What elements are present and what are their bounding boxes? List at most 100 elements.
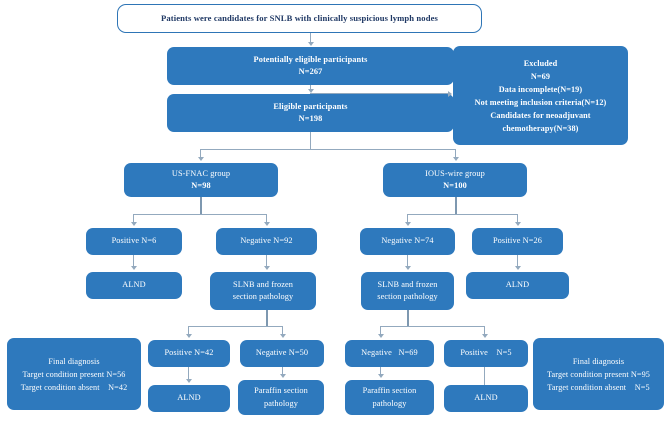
connector-to-fnac-negative bbox=[266, 214, 268, 223]
node-title-line1: Patients were candidates for SNLB with c… bbox=[161, 13, 438, 24]
node-excluded-line6: chemotherapy(N=38) bbox=[502, 123, 579, 133]
node-ious-slnb-negative-line1: Negative N=69 bbox=[361, 348, 418, 358]
node-ious-slnb-positive: Positive N=5 bbox=[444, 340, 528, 367]
node-fnac-pos-alnd: ALND bbox=[86, 272, 182, 299]
connector-ious-positive-to-alnd bbox=[517, 255, 519, 268]
connector-to-ious-slnb-negative bbox=[380, 326, 382, 335]
node-fnac-slnb-neg-paraffin-line1: Paraffin section bbox=[254, 386, 308, 395]
connector-to-fnac-slnb-negative bbox=[282, 326, 284, 335]
node-ious-slnb-positive-line1: Positive N=5 bbox=[460, 348, 512, 358]
connector-ious-slnb-negative-to-paraffin bbox=[380, 367, 382, 376]
node-fnac-slnb: SLNB and frozen section pathology bbox=[210, 272, 316, 310]
node-ious-final-diagnosis-line2: Target condition present N=95 bbox=[547, 369, 650, 379]
node-excluded-line1: Excluded bbox=[523, 58, 558, 68]
arrowhead-ious-slnb bbox=[404, 266, 411, 270]
node-ious-pos-alnd-line1: ALND bbox=[505, 280, 530, 290]
node-ious-slnb: SLNB and frozen section pathology bbox=[361, 272, 454, 310]
node-title: Patients were candidates for SNLB with c… bbox=[117, 4, 482, 33]
connector-fnac-slnb-positive-to-alnd bbox=[188, 367, 190, 381]
node-fnac-slnb-positive: Positive N=42 bbox=[148, 340, 230, 367]
node-fnac-negative-line1: Negative N=92 bbox=[240, 236, 293, 246]
node-eligible: Eligible participants N=198 bbox=[167, 94, 454, 132]
node-eligible-line2: N=198 bbox=[298, 114, 323, 123]
connector-fnac-negative-to-slnb bbox=[266, 255, 268, 268]
node-ious-final-diagnosis: Final diagnosis Target condition present… bbox=[533, 338, 664, 410]
arrowhead-ious-wire-group bbox=[452, 157, 459, 161]
connector-ious-slnb-positive-to-alnd bbox=[484, 367, 486, 385]
connector-eligible-down bbox=[310, 132, 312, 150]
node-ious-positive-line1: Positive N=26 bbox=[492, 236, 543, 246]
node-potentially-eligible: Potentially eligible participants N=267 bbox=[167, 47, 454, 85]
node-potentially-eligible-line2: N=267 bbox=[298, 67, 323, 76]
node-ious-wire-group-line2: N=100 bbox=[443, 181, 467, 190]
connector-fnac-positive-to-alnd bbox=[133, 255, 135, 268]
connector-title-to-potentially-eligible bbox=[310, 33, 312, 43]
arrowhead-ious-slnb-neg-paraffin bbox=[377, 374, 384, 378]
node-fnac-slnb-pos-alnd-line1: ALND bbox=[177, 393, 201, 403]
node-fnac-final-diagnosis-line1: Final diagnosis bbox=[48, 356, 100, 366]
connector-us-fnac-down bbox=[200, 197, 202, 215]
node-ious-final-diagnosis-line3: Target condition absent N=5 bbox=[547, 382, 650, 392]
node-fnac-slnb-line1: SLNB and frozen bbox=[232, 279, 294, 289]
node-fnac-final-diagnosis-line2: Target condition present N=56 bbox=[22, 369, 126, 379]
arrowhead-fnac-slnb-neg-paraffin bbox=[279, 374, 286, 378]
node-us-fnac-group-line2: N=98 bbox=[191, 181, 211, 190]
node-ious-negative: Negative N=74 bbox=[360, 228, 455, 255]
node-us-fnac-group-line1: US-FNAC group bbox=[171, 168, 231, 178]
connector-to-ious-slnb-positive bbox=[484, 326, 486, 335]
arrowhead-fnac-pos-alnd bbox=[130, 266, 137, 270]
connector-split-to-us-fnac bbox=[200, 149, 202, 158]
node-excluded-line2: N=69 bbox=[530, 71, 551, 81]
connector-to-ious-positive bbox=[517, 214, 519, 223]
node-eligible-line1: Eligible participants bbox=[273, 101, 348, 111]
connector-ious-slnb-down bbox=[407, 310, 409, 327]
connector-us-fnac-split-bar bbox=[133, 214, 267, 216]
node-ious-slnb-negative: Negative N=69 bbox=[345, 340, 434, 367]
node-ious-wire-group-line1: IOUS-wire group bbox=[425, 168, 485, 178]
connector-fnac-slnb-split-bar bbox=[188, 326, 283, 328]
node-fnac-slnb-line2: section pathology bbox=[232, 292, 294, 301]
connector-split-to-ious-wire bbox=[455, 149, 457, 158]
node-fnac-slnb-negative-line1: Negative N=50 bbox=[255, 348, 309, 358]
node-fnac-final-diagnosis-line3: Target condition absent N=42 bbox=[20, 382, 128, 392]
node-ious-slnb-pos-alnd-line1: ALND bbox=[474, 393, 498, 403]
node-excluded-line5: Candidates for neoadjuvant bbox=[490, 110, 591, 120]
node-fnac-pos-alnd-line1: ALND bbox=[122, 280, 146, 290]
arrowhead-excluded bbox=[448, 90, 452, 97]
node-ious-slnb-neg-paraffin: Paraffin section pathology bbox=[345, 380, 434, 415]
connector-to-excluded bbox=[310, 93, 449, 95]
arrowhead-fnac-negative bbox=[263, 222, 270, 226]
node-us-fnac-group: US-FNAC group N=98 bbox=[124, 163, 278, 197]
arrowhead-ious-slnb-positive bbox=[481, 334, 488, 338]
connector-fnac-slnb-down bbox=[266, 310, 268, 327]
node-excluded-line3: Data incomplete(N=19) bbox=[498, 84, 583, 94]
node-fnac-positive-line1: Positive N=6 bbox=[111, 236, 157, 246]
arrowhead-ious-pos-alnd bbox=[514, 266, 521, 270]
connector-group-split-bar bbox=[200, 149, 455, 151]
connector-ious-down bbox=[455, 197, 457, 215]
node-potentially-eligible-line1: Potentially eligible participants bbox=[253, 54, 368, 64]
node-ious-slnb-neg-paraffin-line1: Paraffin section bbox=[362, 386, 417, 395]
arrowhead-fnac-positive bbox=[130, 222, 137, 226]
arrowhead-eligible bbox=[307, 89, 314, 93]
arrowhead-fnac-slnb-pos-alnd bbox=[185, 379, 192, 383]
arrowhead-ious-negative bbox=[404, 222, 411, 226]
connector-to-fnac-slnb-positive bbox=[188, 326, 190, 335]
arrowhead-ious-positive bbox=[514, 222, 521, 226]
node-ious-slnb-neg-paraffin-line2: pathology bbox=[372, 398, 407, 408]
node-fnac-slnb-neg-paraffin-line2: pathology bbox=[263, 398, 299, 408]
arrowhead-fnac-slnb bbox=[263, 266, 270, 270]
node-fnac-slnb-positive-line1: Positive N=42 bbox=[164, 348, 214, 358]
node-ious-positive: Positive N=26 bbox=[472, 228, 563, 255]
node-excluded: Excluded N=69 Data incomplete(N=19) Not … bbox=[453, 46, 628, 145]
node-fnac-slnb-pos-alnd: ALND bbox=[148, 385, 230, 412]
node-ious-slnb-line2: section pathology bbox=[377, 292, 438, 301]
connector-ious-negative-to-slnb bbox=[407, 255, 409, 268]
node-excluded-line4: Not meeting inclusion criteria(N=12) bbox=[474, 97, 607, 107]
connector-to-fnac-positive bbox=[133, 214, 135, 223]
connector-ious-split-bar bbox=[407, 214, 518, 216]
node-ious-wire-group: IOUS-wire group N=100 bbox=[383, 163, 527, 197]
node-fnac-negative: Negative N=92 bbox=[216, 228, 317, 255]
connector-potentially-eligible-to-eligible bbox=[310, 85, 312, 90]
